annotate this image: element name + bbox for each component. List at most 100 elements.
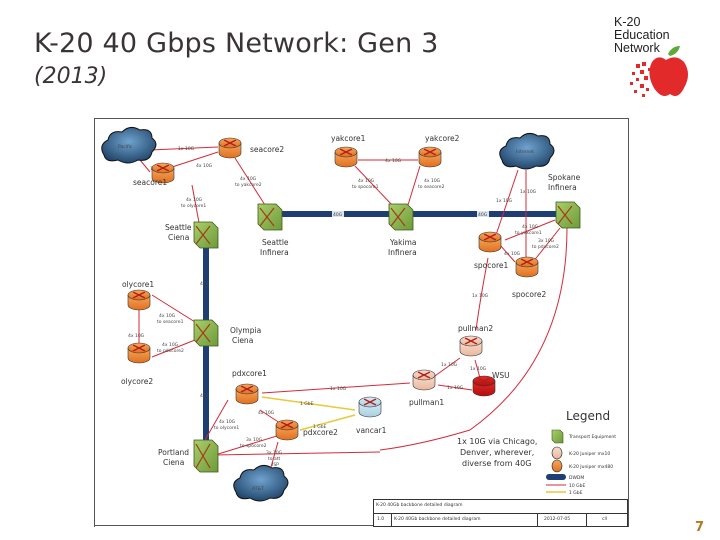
link-pullman1-wsu: [437, 384, 473, 391]
link-cloud-seacore2: [149, 146, 219, 151]
link-label: 4x 10G: [258, 410, 275, 416]
link-label: to spocore1: [352, 184, 379, 190]
router-arrows-icon: [240, 385, 254, 393]
logo-line-3: Network: [614, 41, 660, 55]
title-block-description: K-20 40Gb backbone detailed diagram: [394, 517, 481, 522]
link-pdxcore1-pullman1: [261, 382, 411, 394]
dwdm-label-yakima-east: 40G: [478, 212, 488, 218]
node-label: Seattle: [262, 238, 289, 247]
node-label: Infinera: [548, 183, 577, 192]
link-olycore2-olympia: [151, 339, 196, 358]
transport-portland-ciena[interactable]: Portland Ciena: [158, 439, 219, 473]
node-label: olycore2: [121, 377, 153, 386]
link-label: 4x 10G: [159, 313, 176, 319]
router-yakcore1[interactable]: yakcore1: [331, 134, 366, 168]
legend-label: K-20 Juniper mx480: [569, 464, 613, 470]
link-label: 4x 10G: [240, 176, 257, 182]
link-label: 4x 10G: [186, 197, 203, 203]
node-label: pullman1: [409, 398, 444, 407]
router-spocore2[interactable]: spocore2: [512, 256, 547, 299]
legend-label: DWDM: [569, 475, 584, 481]
link-label: 1x 10G: [447, 385, 464, 391]
router-arrows-icon: [223, 139, 237, 147]
node-label: seacore2: [250, 145, 284, 154]
router-olycore1[interactable]: olycore1: [122, 280, 154, 311]
router-yakcore2[interactable]: yakcore2: [418, 134, 460, 168]
dwdm-labels: 40G 40G 40G 40G: [200, 211, 489, 399]
node-label: Seattle: [165, 223, 192, 232]
node-label: Olympia: [230, 326, 261, 335]
logo-text: K-20 Education Network: [614, 16, 670, 55]
router-spocore1[interactable]: spocore1: [474, 231, 509, 270]
transport-seattle-ciena[interactable]: Seattle Ciena: [165, 221, 219, 249]
node-label: Yakima: [389, 238, 416, 247]
link-pdxcore1-vancar1: [261, 396, 356, 411]
cloud-icon: [233, 464, 289, 502]
link-label: 1 GbE: [300, 401, 314, 407]
link-label: ISP: [272, 462, 279, 468]
link-olycore1-olympia: [151, 294, 196, 323]
router-vancar1[interactable]: vancar1: [356, 396, 387, 435]
transport-olympia-ciena[interactable]: Olympia Ciena: [193, 319, 261, 347]
router-arrows-icon: [339, 148, 353, 156]
logo-line-1: K-20: [614, 15, 641, 29]
node-label: Infinera: [260, 248, 289, 257]
router-pullman2[interactable]: pullman2: [458, 324, 493, 357]
link-pdxcore2-vancar1: [299, 414, 356, 431]
node-label: yakcore1: [331, 134, 366, 143]
link-labels: 1x 10G 1x 10G 4x 10G 4x 10G to yakcore2 …: [128, 146, 559, 468]
link-label: 3x 10G: [266, 450, 283, 456]
legend-label: Transport Equipment: [568, 434, 616, 440]
router-pdxcore2[interactable]: pdxcore2: [275, 419, 338, 441]
link-label: 4x 10G: [504, 251, 521, 257]
router-pullman1[interactable]: pullman1: [409, 369, 444, 407]
title-block: K-20 40Gb backbone detailed diagram 1.0 …: [373, 499, 628, 527]
legend-item-transport: Transport Equipment: [551, 429, 616, 444]
diverse-path-note: 1x 10G via Chicago, Denver, wherever, di…: [457, 437, 537, 468]
onegbe-links: [261, 396, 356, 431]
transport-yakima-infinera[interactable]: Yakima Infinera: [388, 203, 417, 257]
link-label: 1 GbE: [313, 424, 327, 430]
legend-item-10gbe: 10 GbE: [546, 483, 586, 489]
router-arrows-icon: [156, 164, 170, 172]
router-olycore2[interactable]: olycore2: [121, 342, 153, 386]
k20-logo: K-20 Education Network: [614, 16, 694, 106]
apple-icon: [630, 46, 688, 97]
dwdm-label-yakima-west: 40G: [333, 212, 343, 218]
node-label: seacore1: [133, 178, 167, 187]
link-yakcore1-yakima-infinera: [354, 165, 393, 206]
divider: [391, 514, 392, 527]
legend-label: K-20 Juniper mx10: [569, 451, 610, 457]
router-wsu[interactable]: WSU: [472, 371, 510, 397]
router-seacore2[interactable]: seacore2: [218, 137, 284, 159]
logo-line-2: Education: [614, 28, 670, 42]
note-line-3: diverse from 40G: [462, 459, 531, 468]
transport-spokane-infinera[interactable]: Spokane Infinera: [548, 173, 581, 229]
router-pdxcore1[interactable]: pdxcore1: [232, 369, 267, 405]
node-label: pdxcore1: [232, 369, 267, 378]
link-label: to pdxcore2: [532, 244, 559, 250]
router-seacore1[interactable]: seacore1: [133, 162, 175, 187]
link-pullman2-wsu: [474, 359, 481, 379]
link-label: to olycore1: [214, 425, 239, 431]
link-label: 1x 10G: [496, 198, 513, 204]
link-yakcore2-yakima-infinera: [407, 165, 421, 206]
routers: seacore1 seacore2 yakcore1 yakcore2 spocore1…: [121, 134, 547, 441]
link-pdxcore2-portland: [214, 434, 281, 456]
dwdm-label-seattle-olympia: 40G: [200, 281, 210, 287]
legend-item-1gbe: 1 GbE: [546, 490, 583, 496]
cloud-spokane: Internet: [499, 132, 555, 170]
divider: [586, 514, 587, 527]
link-label: 4x 10G: [128, 333, 145, 339]
link-label: 4x 10G: [196, 163, 213, 169]
note-line-2: Denver, wherever,: [460, 448, 534, 457]
legend-item-mx480: K-20 Juniper mx480: [551, 459, 613, 473]
link-seacore1-seattle-ciena: [191, 184, 201, 229]
link-label: to yakcore2: [235, 182, 262, 188]
transport-seattle-infinera[interactable]: Seattle Infinera: [257, 203, 289, 257]
title-block-name: K-20 40Gb backbone detailed diagram: [376, 503, 463, 508]
link-label: 3x 10G: [538, 238, 555, 244]
router-arrows-icon: [464, 337, 478, 345]
node-label: pullman2: [458, 324, 493, 333]
title-block-version: 1.0: [377, 517, 385, 522]
